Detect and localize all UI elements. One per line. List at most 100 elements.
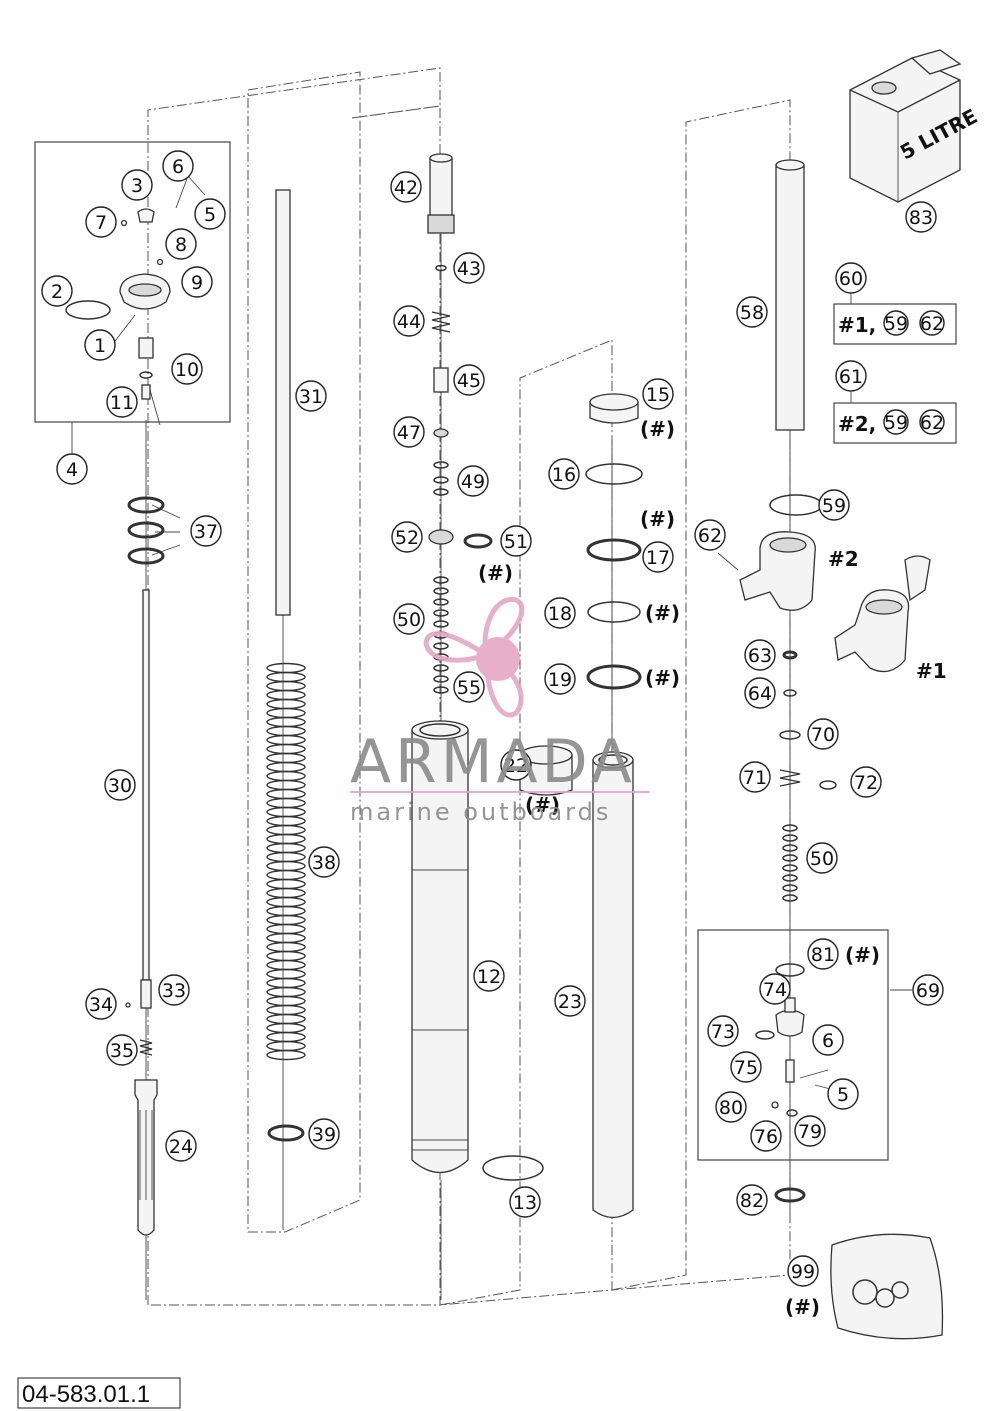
spring-coil — [266, 752, 306, 764]
frame-spring — [247, 71, 361, 1233]
nut-47 — [433, 428, 449, 438]
washer-39 — [267, 1124, 305, 1142]
spring-coil — [266, 887, 306, 899]
spring-coil — [266, 788, 306, 800]
callout-c42: 42 — [390, 171, 422, 203]
spring-coil — [266, 842, 306, 854]
seals — [585, 393, 643, 690]
callout-c34: 34 — [85, 988, 117, 1020]
callout-circle — [759, 973, 791, 1005]
callout-c61: 61 — [835, 360, 867, 392]
callout-c73: 73 — [707, 1015, 739, 1047]
adjuster-3 — [137, 208, 155, 223]
callout-number: 50 — [810, 848, 834, 870]
spring-coil — [266, 698, 306, 710]
spring-coil — [266, 707, 306, 719]
spring-coil — [266, 923, 306, 935]
shim — [433, 686, 449, 694]
washer-10 — [139, 371, 153, 379]
callout-number: 22 — [504, 755, 528, 777]
shim — [782, 894, 798, 902]
axle-clamp-1 — [834, 555, 931, 673]
watermark-brand: ARMADA — [350, 727, 636, 797]
callout-circle — [919, 409, 945, 435]
callout-b60a: 59 — [883, 310, 909, 336]
callout-circle — [158, 974, 190, 1006]
callout-circle — [544, 597, 576, 629]
callout-c50a: 50 — [393, 603, 425, 635]
callout-number: 76 — [754, 1126, 778, 1148]
callout-number: 62 — [920, 412, 944, 434]
spring-coil — [266, 986, 306, 998]
spring-coil — [266, 1004, 306, 1016]
callout-number: 83 — [909, 207, 933, 229]
callout-circle — [905, 201, 937, 233]
callout-number: 58 — [740, 302, 764, 324]
spring-coil — [266, 995, 306, 1007]
callout-number: 19 — [548, 669, 572, 691]
callout-b61b: 62 — [919, 409, 945, 435]
callout-number: 60 — [839, 268, 863, 290]
callout-c24: 24 — [165, 1130, 197, 1162]
ball-34 — [125, 1002, 131, 1008]
callout-c6b: 6 — [812, 1024, 844, 1056]
callout-circle — [806, 842, 838, 874]
valve-stack — [427, 153, 493, 694]
callout-number: 62 — [920, 313, 944, 335]
callout-number: 17 — [646, 547, 670, 569]
callout-circle — [730, 1051, 762, 1083]
oil-can-83: 5 LITRE — [849, 49, 981, 203]
watermark-tagline: marine outboards — [350, 798, 611, 826]
callout-number: 47 — [397, 422, 421, 444]
callout-number: 3 — [131, 175, 143, 197]
callout-circle — [473, 960, 505, 992]
shim — [782, 834, 798, 842]
callout-c4: 4 — [56, 453, 88, 485]
kit60-prefix: #1, — [838, 313, 876, 337]
axle-clamp-2 — [717, 531, 816, 611]
callout-c49: 49 — [457, 465, 489, 497]
callout-number: 5 — [837, 1084, 849, 1106]
callout-circle — [509, 1186, 541, 1218]
callout-c8: 8 — [165, 228, 197, 260]
callout-number: 18 — [548, 603, 572, 625]
shim — [782, 874, 798, 882]
callout-number: 73 — [711, 1021, 735, 1043]
callout-number: 75 — [734, 1057, 758, 1079]
callout-number: 52 — [395, 527, 419, 549]
callout-c64: 64 — [744, 677, 776, 709]
repair-kit-bag-99 — [830, 1233, 944, 1340]
callout-number: 49 — [461, 471, 485, 493]
callout-circle — [744, 639, 776, 671]
shim — [433, 664, 449, 672]
callout-number: 55 — [457, 677, 481, 699]
callout-c99: 99 — [787, 1255, 819, 1287]
callout-circle — [106, 386, 138, 418]
spring-coil — [266, 662, 306, 674]
callout-circle — [794, 1115, 826, 1147]
callout-circle — [41, 275, 73, 307]
callout-number: 13 — [513, 1192, 537, 1214]
callout-circle — [736, 296, 768, 328]
spring-coil — [266, 806, 306, 818]
callout-number: 33 — [162, 980, 186, 1002]
subassembly-box-69 — [697, 929, 889, 1161]
hash-81: (#) — [845, 943, 880, 967]
callout-number: 61 — [839, 366, 863, 388]
fork-tube-58 — [769, 159, 823, 516]
callout-number: 50 — [397, 609, 421, 631]
callout-number: 6 — [822, 1030, 834, 1052]
callout-number: 59 — [884, 313, 908, 335]
spring-coil — [266, 1040, 306, 1052]
callout-circle — [453, 671, 485, 703]
seal-82 — [774, 1187, 806, 1203]
callout-number: 1 — [94, 335, 106, 357]
pin-8 — [156, 258, 164, 266]
callout-c75: 75 — [730, 1051, 762, 1083]
preload-tube-31 — [275, 189, 291, 616]
callout-circle — [162, 150, 194, 182]
callout-c51: 51 — [500, 525, 532, 557]
spring-coil — [266, 824, 306, 836]
callout-circle — [835, 262, 867, 294]
